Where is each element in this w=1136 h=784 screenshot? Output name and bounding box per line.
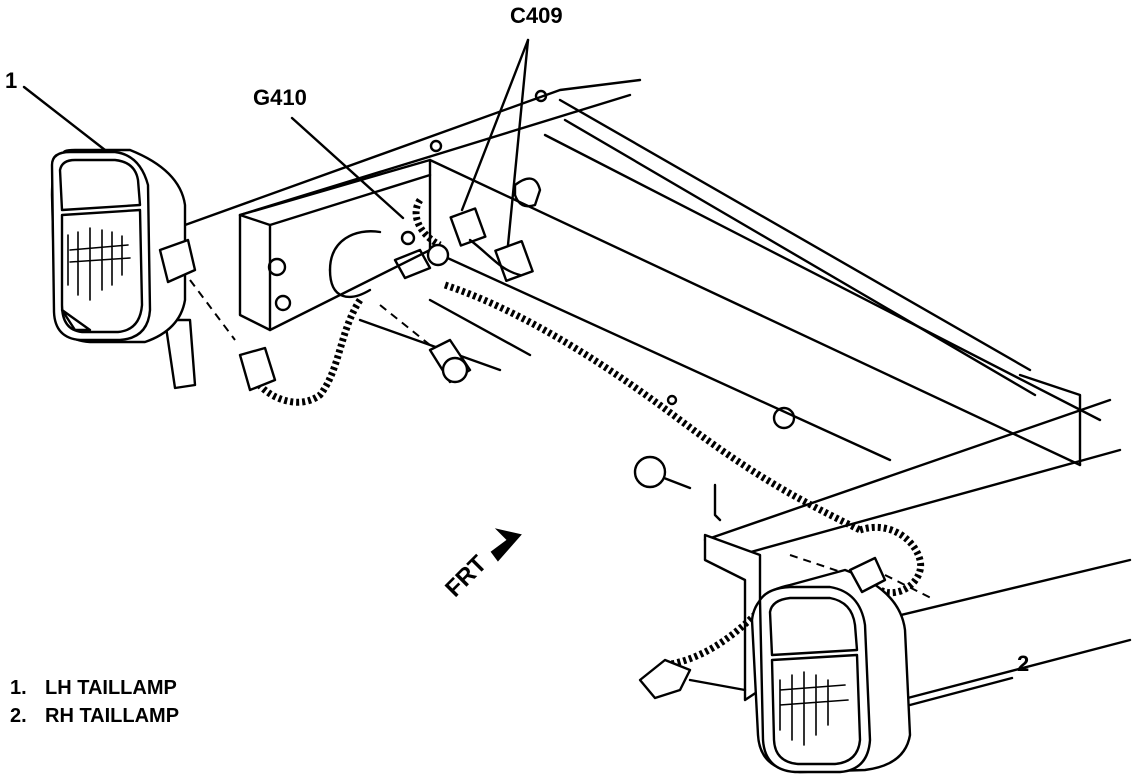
connector-c409	[449, 207, 534, 283]
legend-item-1-label: LH TAILLAMP	[45, 677, 177, 699]
lh-taillamp	[50, 148, 277, 392]
front-direction-indicator: FRT	[440, 528, 522, 603]
frame-structure	[183, 78, 1132, 702]
rh-taillamp	[638, 556, 936, 774]
ground-bolt-right	[633, 455, 851, 576]
legend-item-1-number: 1.	[10, 677, 27, 699]
frt-label: FRT	[440, 550, 492, 602]
wiring-harness	[252, 198, 925, 669]
callout-1-label: 1	[5, 68, 17, 93]
callout-c409-label: C409	[510, 3, 563, 28]
front-arrow-icon	[490, 528, 522, 562]
legend-item-2-label: RH TAILLAMP	[45, 705, 179, 727]
legend: 1. LH TAILLAMP 2. RH TAILLAMP	[10, 677, 179, 727]
callout-g410-label: G410	[253, 85, 307, 110]
leader-lines	[22, 38, 1014, 707]
legend-item-2-number: 2.	[10, 705, 27, 727]
callout-2-label: 2	[1017, 651, 1029, 676]
ground-g410	[393, 230, 450, 280]
ground-bolt-left	[379, 304, 472, 384]
